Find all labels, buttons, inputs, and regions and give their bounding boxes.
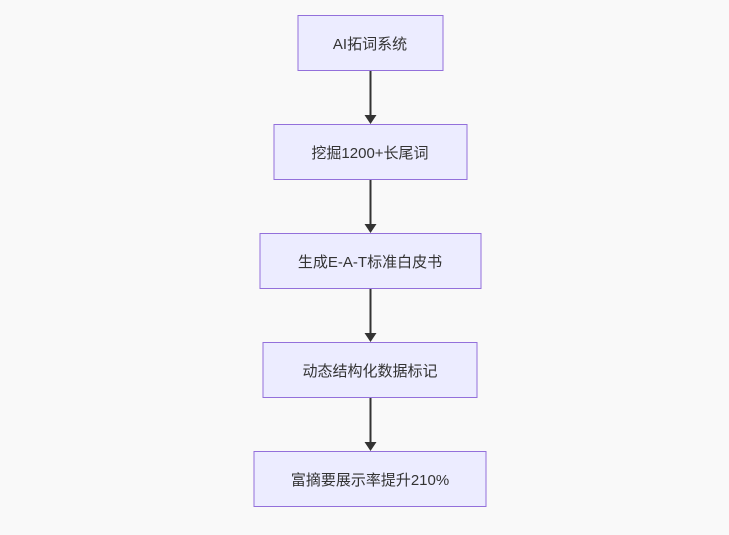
flow-node-2-label: 挖掘1200+长尾词 (311, 144, 429, 162)
flow-node-1-label: AI拓词系统 (332, 35, 408, 53)
flow-node-2: 挖掘1200+长尾词 (273, 124, 467, 180)
flow-node-3-label: 生成E-A-T标准白皮书 (297, 253, 443, 271)
flow-edge-3 (364, 289, 376, 342)
flow-node-4-label: 动态结构化数据标记 (302, 362, 438, 380)
edge-line (369, 180, 371, 224)
flow-edge-1 (364, 71, 376, 124)
flow-edge-2 (364, 180, 376, 233)
arrowhead-down-icon (364, 442, 376, 451)
flow-node-4: 动态结构化数据标记 (262, 342, 478, 398)
arrowhead-down-icon (364, 224, 376, 233)
flow-node-3: 生成E-A-T标准白皮书 (259, 233, 481, 289)
arrowhead-down-icon (364, 115, 376, 124)
flow-node-5-label: 富摘要展示率提升210% (290, 471, 450, 489)
edge-line (369, 289, 371, 333)
flow-node-5: 富摘要展示率提升210% (253, 451, 487, 507)
arrowhead-down-icon (364, 333, 376, 342)
flowchart-column: AI拓词系统 挖掘1200+长尾词 生成E-A-T标准白皮书 动态结构化数据标记 (253, 15, 487, 507)
edge-line (369, 71, 371, 115)
edge-line (369, 398, 371, 442)
flow-edge-4 (364, 398, 376, 451)
flow-node-1: AI拓词系统 (297, 15, 443, 71)
